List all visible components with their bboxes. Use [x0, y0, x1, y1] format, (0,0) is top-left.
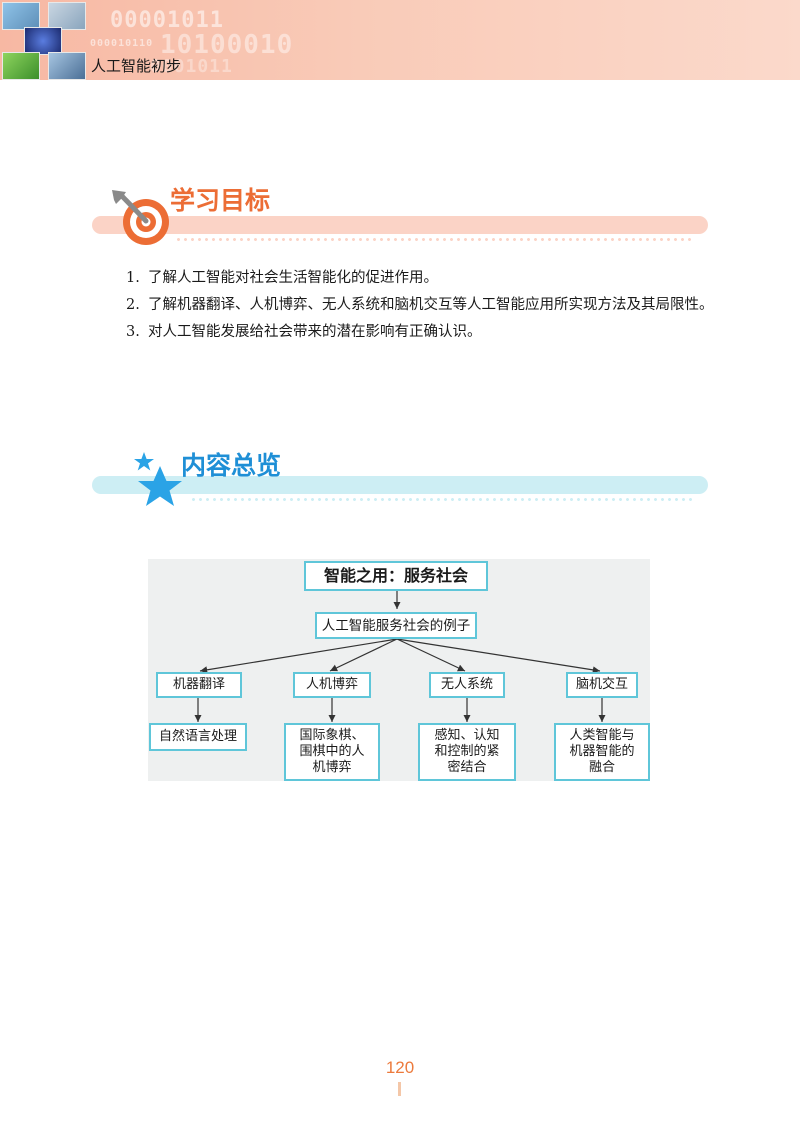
page-number: 120: [385, 1058, 415, 1077]
diagram-leaf-node: 感知、认知和控制的紧密结合: [418, 723, 516, 781]
goal-number: 1.: [126, 270, 140, 286]
diagram-middle-node: 人工智能服务社会的例子: [315, 612, 477, 639]
overview-section-bar: [92, 476, 708, 494]
page-header: 00001011 000010110 10100010 0001011 人工智能…: [0, 0, 800, 80]
target-icon: [112, 190, 169, 245]
page-number-tick: [398, 1082, 401, 1096]
goal-item: 1. 了解人工智能对社会生活智能化的促进作用。: [126, 265, 726, 292]
star-icon: [134, 452, 182, 506]
diagram-root-node: 智能之用：服务社会: [304, 561, 488, 591]
thumbnail-factory: [48, 52, 86, 80]
book-title: 人工智能初步: [91, 57, 182, 75]
overview-section-title: 内容总览: [181, 451, 282, 480]
diagram-branch-node: 机器翻译: [156, 672, 242, 698]
goals-list: 1. 了解人工智能对社会生活智能化的促进作用。 2. 了解机器翻译、人机博弈、无…: [126, 265, 726, 346]
goal-number: 2.: [126, 297, 140, 313]
goal-item: 3. 对人工智能发展给社会带来的潜在影响有正确认识。: [126, 319, 726, 346]
diagram-leaf-node: 自然语言处理: [149, 723, 247, 751]
goal-item: 2. 了解机器翻译、人机博弈、无人系统和脑机交互等人工智能应用所实现方法及其局限…: [126, 292, 718, 319]
diagram-branch-node: 人机博弈: [293, 672, 371, 698]
goal-number: 3.: [126, 324, 140, 340]
header-thumbnail-collage: [0, 0, 86, 80]
diagram-leaf-node: 人类智能与机器智能的融合: [554, 723, 650, 781]
diagram-branch-node: 无人系统: [429, 672, 505, 698]
binary-decoration-1: 00001011: [110, 8, 224, 33]
diagram-leaf-node: 国际象棋、围棋中的人机博弈: [284, 723, 380, 781]
goals-bar-dots: [175, 237, 695, 242]
goals-section-bar: [92, 216, 708, 234]
goal-text: 了解机器翻译、人机博弈、无人系统和脑机交互等人工智能应用所实现方法及其局限性。: [148, 297, 714, 313]
overview-bar-dots: [190, 497, 695, 502]
thumbnail-center: [24, 27, 62, 55]
goal-text: 了解人工智能对社会生活智能化的促进作用。: [148, 270, 438, 286]
thumbnail-home: [48, 2, 86, 30]
diagram-branch-node: 脑机交互: [566, 672, 638, 698]
thumbnail-traffic: [2, 2, 40, 30]
thumbnail-agriculture: [2, 52, 40, 80]
concept-diagram: 智能之用：服务社会 人工智能服务社会的例子 机器翻译 人机博弈 无人系统 脑机交…: [148, 559, 650, 781]
goal-text: 对人工智能发展给社会带来的潜在影响有正确认识。: [148, 324, 482, 340]
goals-section-title: 学习目标: [170, 186, 271, 215]
binary-decoration-3: 10100010: [160, 30, 294, 60]
diagram-connectors: [194, 590, 606, 722]
binary-decoration-4: 0001011: [150, 56, 233, 77]
binary-decoration-2: 000010110: [90, 38, 154, 49]
